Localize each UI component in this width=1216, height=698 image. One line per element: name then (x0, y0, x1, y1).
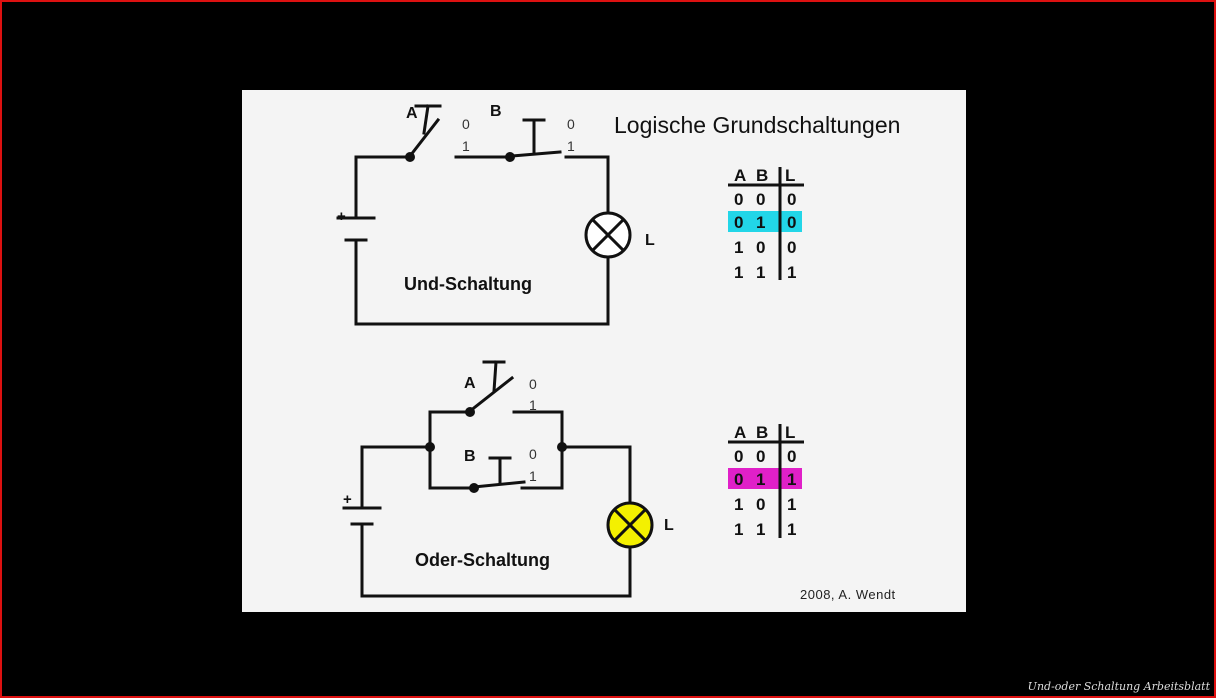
or-table-cell: 0 (756, 495, 765, 514)
or-table-cell: 0 (787, 447, 796, 466)
or-table-cell: 1 (756, 520, 765, 539)
and-table-cell: 0 (756, 190, 765, 209)
and-table-cell: 0 (787, 190, 796, 209)
or-battery-plus-label: + (343, 491, 352, 508)
or-switch-a-pivot (465, 407, 475, 417)
and-table-cell: 1 (734, 238, 743, 257)
or-junction-left (425, 442, 435, 452)
or-switch-a-plunger (492, 360, 498, 393)
and-table-cell: 0 (756, 238, 765, 257)
or-switch-a-pos-on: 1 (529, 397, 537, 413)
or-switch-b-pos-on: 1 (529, 468, 537, 484)
or-switch-a-label: A (464, 375, 476, 392)
and-table-cell: 1 (756, 263, 765, 282)
or-parallel-bottom (428, 445, 564, 490)
and-table-cell: 0 (734, 190, 743, 209)
slide: + A B 0 1 0 1 L Und-Schaltung A B L 0 0 … (242, 90, 966, 612)
and-switch-b-label: B (490, 103, 502, 120)
or-circuit-name: Oder-Schaltung (415, 550, 550, 570)
or-table-cell: 0 (734, 447, 743, 466)
and-switch-b-pivot (505, 152, 515, 162)
and-switch-b-pos-on: 1 (567, 138, 575, 154)
and-table-header-a: A (734, 166, 746, 185)
or-table-cell: 1 (787, 495, 796, 514)
and-truth-table: A B L 0 0 0 0 1 0 1 0 0 1 1 1 (728, 166, 804, 282)
or-lamp-cross-2 (612, 507, 648, 543)
and-circuit (336, 104, 632, 326)
or-table-cell: 1 (787, 470, 796, 489)
or-table-highlight (728, 468, 802, 489)
and-table-cell: 1 (756, 213, 765, 232)
and-switch-b-pos-off: 0 (567, 116, 575, 132)
and-switch-a-pivot (405, 152, 415, 162)
or-wire-loop (360, 445, 632, 598)
or-parallel-top (428, 410, 564, 449)
and-switch-a-pos-off: 0 (462, 116, 470, 132)
circuit-diagram: + A B 0 1 0 1 L Und-Schaltung A B L 0 0 … (336, 103, 804, 598)
and-table-highlight (728, 211, 802, 232)
and-switch-a-plunger (422, 104, 430, 135)
or-table-header-l: L (785, 423, 795, 442)
or-truth-table: A B L 0 0 0 0 1 1 1 0 1 1 1 1 (728, 423, 804, 539)
or-lamp-label: L (664, 517, 674, 534)
or-table-header-a: A (734, 423, 746, 442)
and-battery-plus-label: + (337, 208, 346, 225)
and-switch-a-label: A (406, 105, 418, 122)
or-table-cell: 1 (756, 470, 765, 489)
and-table-cell: 1 (734, 263, 743, 282)
and-wire-loop (354, 155, 610, 326)
and-table-header-b: B (756, 166, 768, 185)
or-table-header-b: B (756, 423, 768, 442)
or-table-cell: 0 (734, 470, 743, 489)
or-switch-b-pivot (469, 483, 479, 493)
or-table-cell: 1 (734, 495, 743, 514)
and-switch-a-pos-on: 1 (462, 138, 470, 154)
and-lamp-label: L (645, 232, 655, 249)
and-switch-a-blade (407, 117, 441, 159)
or-table-cell: 0 (756, 447, 765, 466)
and-table-cell: 0 (787, 238, 796, 257)
or-junction-right (557, 442, 567, 452)
and-switch-b-blade (510, 150, 562, 158)
and-table-header-l: L (785, 166, 795, 185)
or-switch-b-label: B (464, 448, 476, 465)
and-table-cell: 1 (787, 263, 796, 282)
and-circuit-name: Und-Schaltung (404, 274, 532, 294)
and-table-cell: 0 (734, 213, 743, 232)
or-switch-a-blade (467, 375, 515, 414)
or-table-cell: 1 (787, 520, 796, 539)
slide-credit: 2008, A. Wendt (800, 587, 896, 602)
or-table-cell: 1 (734, 520, 743, 539)
or-switch-b-pos-off: 0 (529, 446, 537, 462)
and-table-cell: 0 (787, 213, 796, 232)
or-circuit (342, 360, 654, 598)
slide-title: Logische Grundschaltungen (614, 112, 901, 138)
and-lamp-cross-2 (590, 217, 626, 253)
or-switch-a-pos-off: 0 (529, 376, 537, 392)
image-caption: Und-oder Schaltung Arbeitsblatt (1027, 680, 1210, 693)
